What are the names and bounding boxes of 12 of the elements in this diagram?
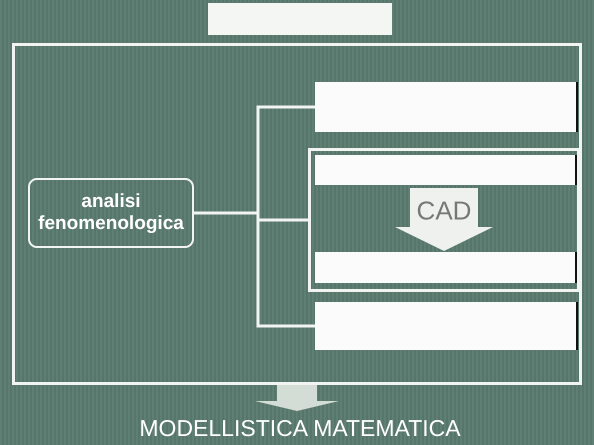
process-box [28,178,194,248]
node-text: MODELLISTICA MATEMATICA [139,414,461,442]
empty-box [315,155,577,185]
group-frame [308,148,580,292]
block-arrow [255,385,339,411]
connector-line [194,212,315,328]
empty-box [315,302,578,350]
node-text: analisi fenomenologica [37,191,185,235]
empty-box [208,3,392,35]
empty-box [315,252,577,283]
empty-box [315,82,578,132]
group-frame [12,43,582,385]
